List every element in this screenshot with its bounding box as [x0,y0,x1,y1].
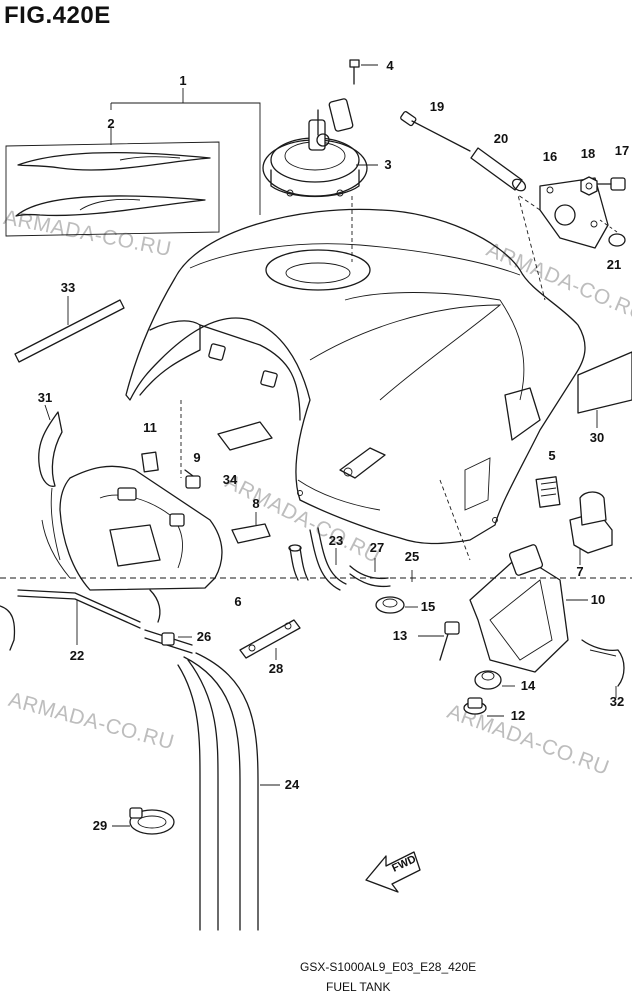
bolt-17[interactable] [597,177,626,191]
callout-22: 22 [70,648,84,663]
hose-27[interactable] [349,558,391,588]
callout-33: 33 [61,280,75,295]
cushion-8[interactable] [231,512,271,544]
screw-4[interactable] [349,59,378,85]
callout-20: 20 [494,131,508,146]
bolt-19[interactable] [400,111,471,152]
callout-13: 13 [393,628,407,643]
bolt-13[interactable] [418,621,460,661]
callout-18: 18 [581,146,595,161]
callout-26: 26 [197,629,211,644]
bolt-12[interactable] [463,697,504,717]
callout-30: 30 [590,430,604,445]
cover-7[interactable] [569,491,613,565]
callout-4: 4 [386,58,394,73]
callout-21: 21 [607,257,621,272]
callout-25: 25 [405,549,419,564]
cushion-14[interactable] [474,670,515,690]
callout-11: 11 [143,420,157,435]
callout-5: 5 [548,448,555,463]
figure-name: FUEL TANK [326,980,391,994]
callout-32: 32 [610,694,624,709]
callout-34: 34 [223,472,238,487]
callout-28: 28 [269,661,283,676]
fuel-cap-assembly[interactable] [262,98,378,198]
breather-hose-22[interactable] [0,589,141,651]
clip-31[interactable] [38,404,63,487]
clip-32[interactable] [581,639,625,698]
callout-23: 23 [329,533,343,548]
callout-15: 15 [421,599,435,614]
rear-bracket[interactable] [517,177,609,301]
callout-8: 8 [252,496,259,511]
callout-7: 7 [576,564,583,579]
seal-strip-33[interactable] [14,296,125,363]
callout-29: 29 [93,818,107,833]
model-code: GSX-S1000AL9_E03_E28_420E [300,960,477,974]
callout-12: 12 [511,708,525,723]
collar-20[interactable] [470,147,528,193]
nut-18[interactable] [580,176,598,196]
callout-27: 27 [370,540,384,555]
callout-19: 19 [430,99,444,114]
callout-2: 2 [107,116,114,131]
callout-31: 31 [38,390,52,405]
fuel-tank-body[interactable] [125,208,586,561]
callout-16: 16 [543,149,557,164]
fwd-arrow: FWD [365,851,421,893]
pad-34[interactable] [217,421,273,451]
clip-28[interactable] [239,619,301,660]
callout-17: 17 [615,143,629,158]
figure-title: FIG.420E [4,2,111,29]
drain-hose-24[interactable] [177,652,280,931]
callout-14: 14 [521,678,536,693]
callout-9: 9 [193,450,200,465]
tank-decal-set[interactable] [5,88,261,237]
callout-6: 6 [234,594,241,609]
clamp-29[interactable] [112,807,175,835]
callout-24: 24 [285,777,300,792]
callout-10: 10 [591,592,605,607]
bracket-10[interactable] [411,544,588,673]
label-5[interactable] [535,476,561,508]
hose-23[interactable] [288,527,347,591]
fuel-pump-bracket-6[interactable] [41,465,223,591]
callout-3: 3 [384,157,391,172]
callout-1: 1 [179,73,186,88]
washer-21[interactable] [599,219,626,247]
damper-30[interactable] [577,351,632,428]
pad-11[interactable] [141,451,159,473]
joint-26[interactable] [144,589,193,654]
grommet-15[interactable] [375,596,418,614]
bolt-9[interactable] [184,469,201,489]
